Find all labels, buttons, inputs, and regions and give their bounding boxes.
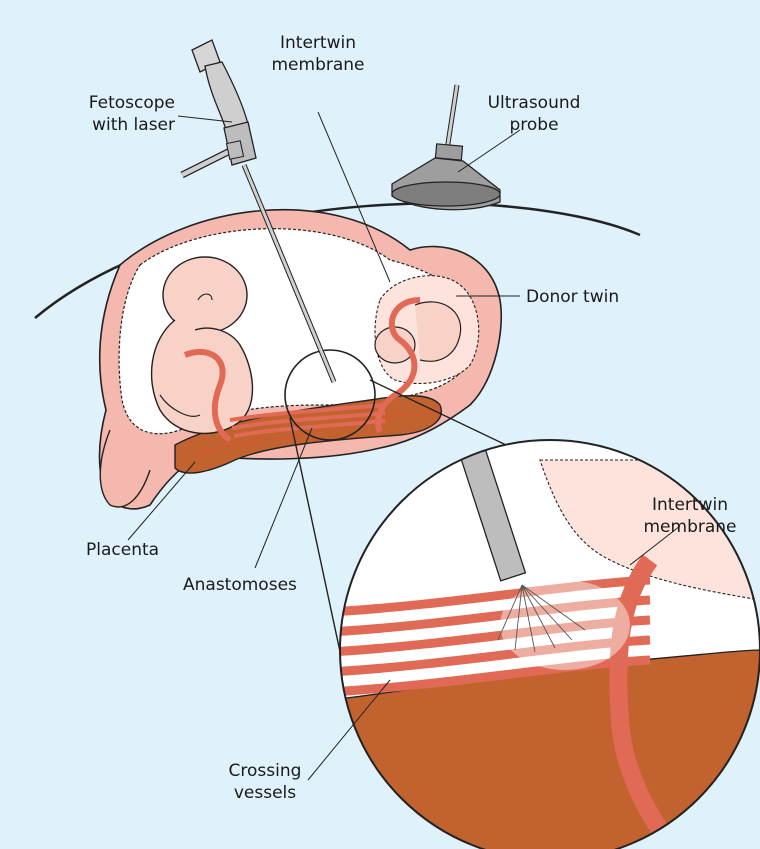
label-anastomoses: Anastomoses (183, 575, 297, 595)
label-intertwin-top-1: Intertwin (280, 33, 356, 53)
label-placenta: Placenta (86, 540, 159, 560)
label-intertwin-top-2: membrane (271, 55, 364, 75)
label-fetoscope-1: Fetoscope (89, 93, 175, 113)
label-crossing-1: Crossing (229, 761, 302, 781)
label-intertwin-zoom-1: Intertwin (652, 495, 728, 515)
label-donor-twin: Donor twin (526, 287, 619, 307)
label-fetoscope-2: with laser (92, 115, 175, 135)
label-intertwin-zoom-2: membrane (643, 517, 736, 537)
label-crossing-2: vessels (234, 783, 296, 803)
laser-spot (500, 580, 630, 670)
label-ultrasound-2: probe (509, 115, 558, 135)
label-ultrasound-1: Ultrasound (488, 93, 581, 113)
recipient-twin (152, 257, 253, 433)
